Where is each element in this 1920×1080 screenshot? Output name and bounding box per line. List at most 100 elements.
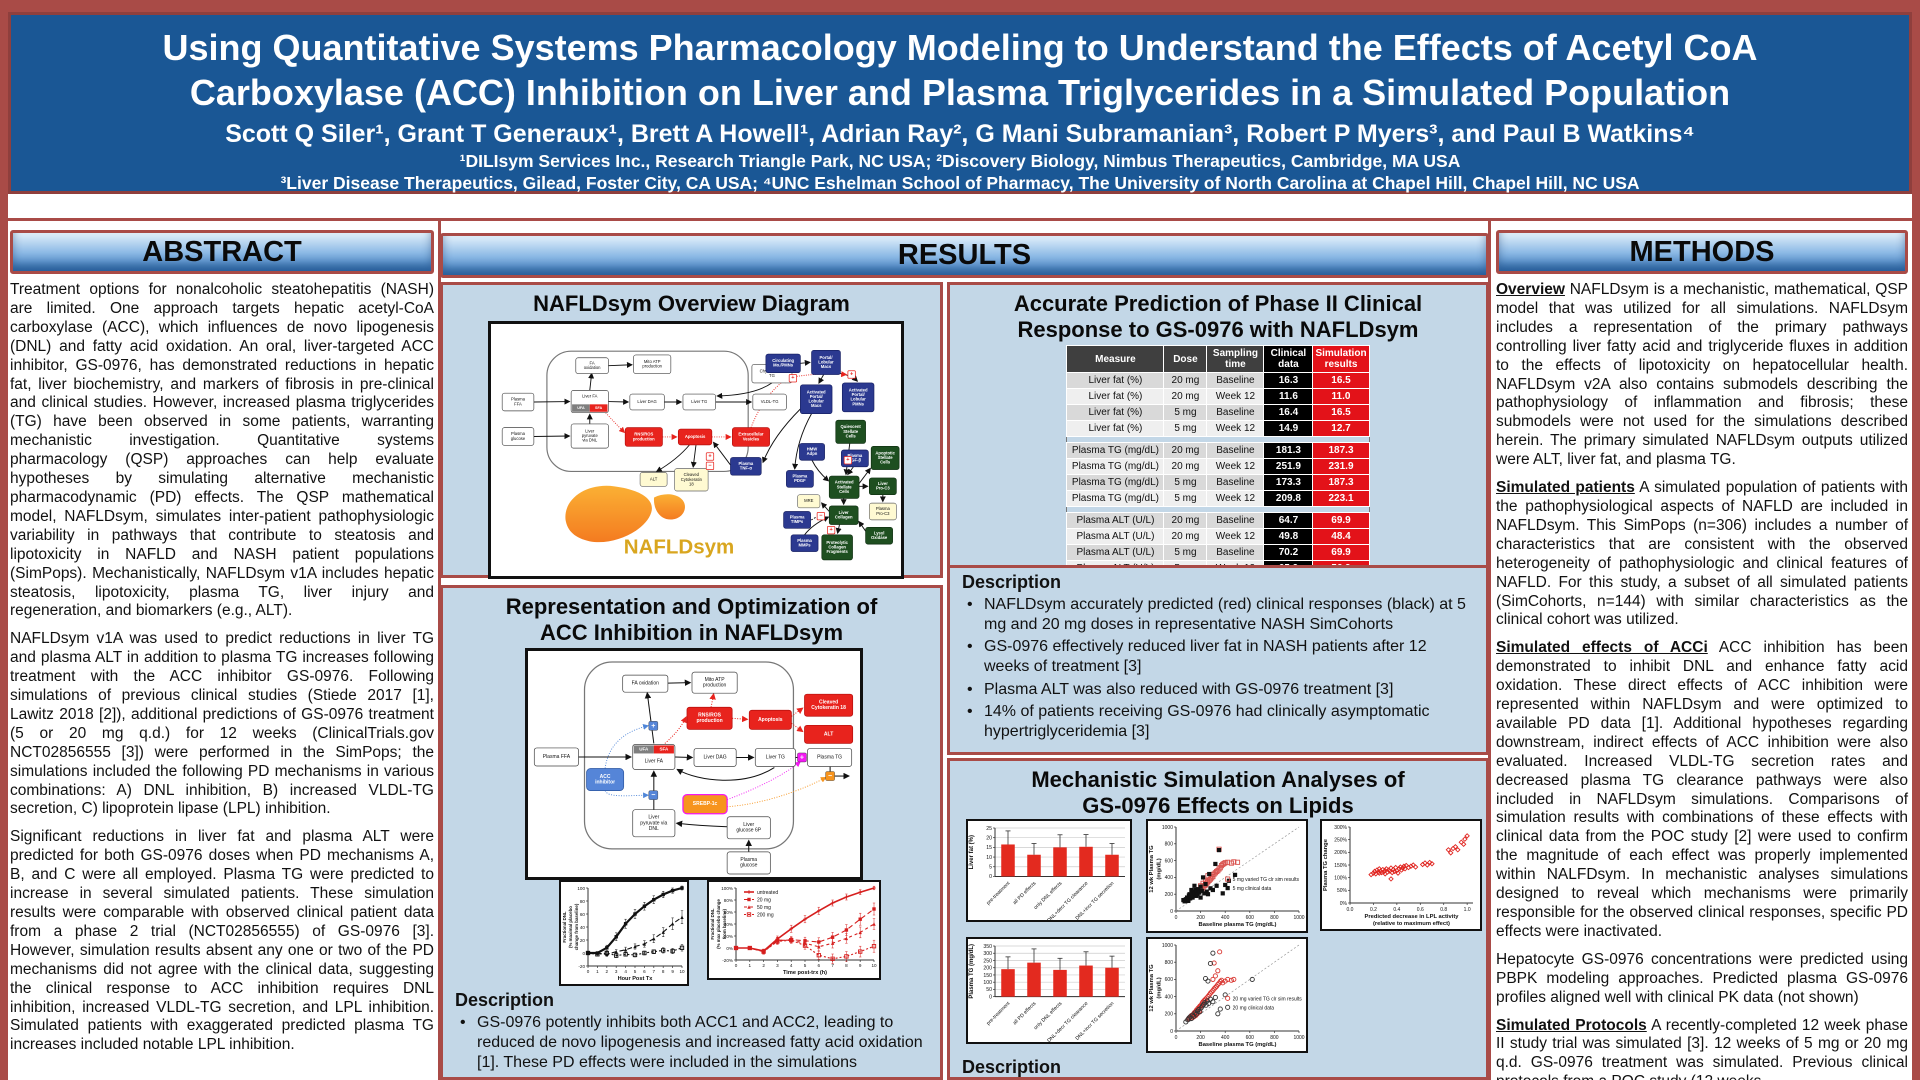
table-cell: 20 mg [1163, 458, 1208, 475]
svg-text:100: 100 [983, 980, 992, 986]
svg-text:0%: 0% [726, 946, 733, 951]
svg-text:600: 600 [1246, 915, 1255, 921]
svg-text:40: 40 [580, 925, 586, 930]
svg-text:Plasma TG: Plasma TG [817, 755, 842, 761]
svg-text:Liver fat (%): Liver fat (%) [969, 835, 975, 869]
svg-text:pre-treatment: pre-treatment [986, 1000, 1012, 1026]
svg-text:800: 800 [1270, 915, 1279, 921]
prediction-panel: Accurate Prediction of Phase II Clinical… [947, 282, 1489, 577]
svg-text:350: 350 [983, 944, 992, 950]
svg-text:(mg/dL): (mg/dL) [1156, 977, 1162, 998]
svg-text:Apoptosis: Apoptosis [758, 717, 783, 723]
table-cell: 5 mg [1163, 490, 1208, 507]
abstract-paragraph: Treatment options for nonalcoholic steat… [10, 281, 434, 620]
svg-text:10: 10 [871, 963, 877, 968]
acc-representation-panel: Representation and Optimization of ACC I… [440, 585, 943, 1080]
svg-text:200: 200 [1165, 1012, 1174, 1018]
mech-title-line1: Mechanistic Simulation Analyses of [1031, 767, 1405, 792]
svg-text:MRE: MRE [804, 498, 814, 503]
mechanistic-panel: Mechanistic Simulation Analyses of GS-09… [947, 758, 1489, 1080]
table-cell: Week 12 [1206, 528, 1265, 545]
svg-text:UFA: UFA [639, 747, 649, 752]
table-cell: 187.3 [1312, 474, 1370, 491]
repr-description: Description GS-0976 potently inhibits bo… [455, 990, 930, 1075]
methods-lead: Simulated Protocols [1496, 1016, 1647, 1034]
table-cell: 16.3 [1263, 372, 1314, 389]
table-cell: 69.9 [1312, 544, 1370, 561]
table-cell: 16.5 [1312, 404, 1370, 421]
table-cell: 12.7 [1312, 420, 1370, 437]
svg-text:250: 250 [983, 958, 992, 964]
svg-text:0: 0 [1175, 1035, 1178, 1041]
svg-text:0%: 0% [1340, 901, 1348, 907]
divider-horizontal [8, 218, 1912, 221]
table-cell: 20 mg [1163, 388, 1208, 405]
svg-text:20: 20 [580, 938, 586, 943]
svg-text:200 mg: 200 mg [757, 913, 774, 919]
svg-text:Liver TG: Liver TG [691, 399, 707, 404]
abstract-paragraph: NAFLDsym v1A was used to predict reducti… [10, 630, 434, 818]
table-cell: Liver fat (%) [1066, 372, 1165, 389]
svg-text:9: 9 [859, 963, 862, 968]
table-cell: Week 12 [1206, 388, 1265, 405]
svg-text:40%: 40% [724, 922, 733, 927]
authors: Scott Q Siler¹, Grant T Generaux¹, Brett… [225, 120, 1695, 148]
svg-text:12 wk Plasma TG: 12 wk Plasma TG [1149, 845, 1155, 893]
svg-text:-20%: -20% [722, 958, 733, 963]
svg-text:10: 10 [986, 855, 992, 861]
svg-text:Hour Post Tx: Hour Post Tx [618, 976, 654, 982]
svg-text:5: 5 [634, 969, 637, 974]
svg-text:800: 800 [1165, 960, 1174, 966]
table-cell: 16.4 [1263, 404, 1314, 421]
svg-text:7: 7 [653, 969, 656, 974]
table-cell: 251.9 [1263, 458, 1314, 475]
svg-text:7: 7 [831, 963, 834, 968]
svg-text:1: 1 [749, 963, 752, 968]
svg-text:+: + [846, 458, 850, 464]
table-header-cell: Dose [1163, 345, 1208, 373]
svg-text:change from baseline): change from baseline) [574, 903, 579, 950]
svg-text:2: 2 [606, 969, 609, 974]
svg-text:5 mg varied TG clr sim results: 5 mg varied TG clr sim results [1233, 877, 1300, 883]
mech-title-line2: GS-0976 Effects on Lipids [1082, 793, 1354, 819]
svg-text:Baseline plasma TG (mg/dL): Baseline plasma TG (mg/dL) [1199, 922, 1277, 928]
table-cell: 11.6 [1263, 388, 1314, 405]
svg-text:(% max placebo change: (% max placebo change [716, 899, 721, 949]
svg-text:200%: 200% [1334, 850, 1347, 856]
svg-text:FA oxidation: FA oxidation [632, 681, 660, 687]
affiliation-line1: ¹DILIsym Services Inc., Research Triangl… [459, 151, 1461, 171]
table-header-cell: Sampling time [1206, 345, 1265, 373]
table-cell: 20 mg [1163, 372, 1208, 389]
svg-text:600: 600 [1165, 858, 1174, 864]
svg-text:200: 200 [983, 966, 992, 972]
svg-text:0.8: 0.8 [1440, 907, 1447, 913]
svg-text:+: + [800, 754, 804, 761]
table-cell: 48.4 [1312, 528, 1370, 545]
svg-text:0.4: 0.4 [1393, 907, 1400, 913]
prediction-description-panel: Description NAFLDsym accurately predicte… [947, 565, 1489, 755]
svg-text:4: 4 [624, 969, 627, 974]
svg-text:12 wk Plasma TG: 12 wk Plasma TG [1149, 964, 1155, 1012]
svg-text:SFA: SFA [595, 406, 603, 410]
svg-text:5 mg clinical data: 5 mg clinical data [1233, 886, 1272, 892]
svg-text:400: 400 [1221, 915, 1230, 921]
svg-text:0: 0 [735, 963, 738, 968]
svg-text:9: 9 [671, 969, 674, 974]
svg-text:6: 6 [818, 963, 821, 968]
table-cell: 20 mg [1163, 512, 1208, 529]
